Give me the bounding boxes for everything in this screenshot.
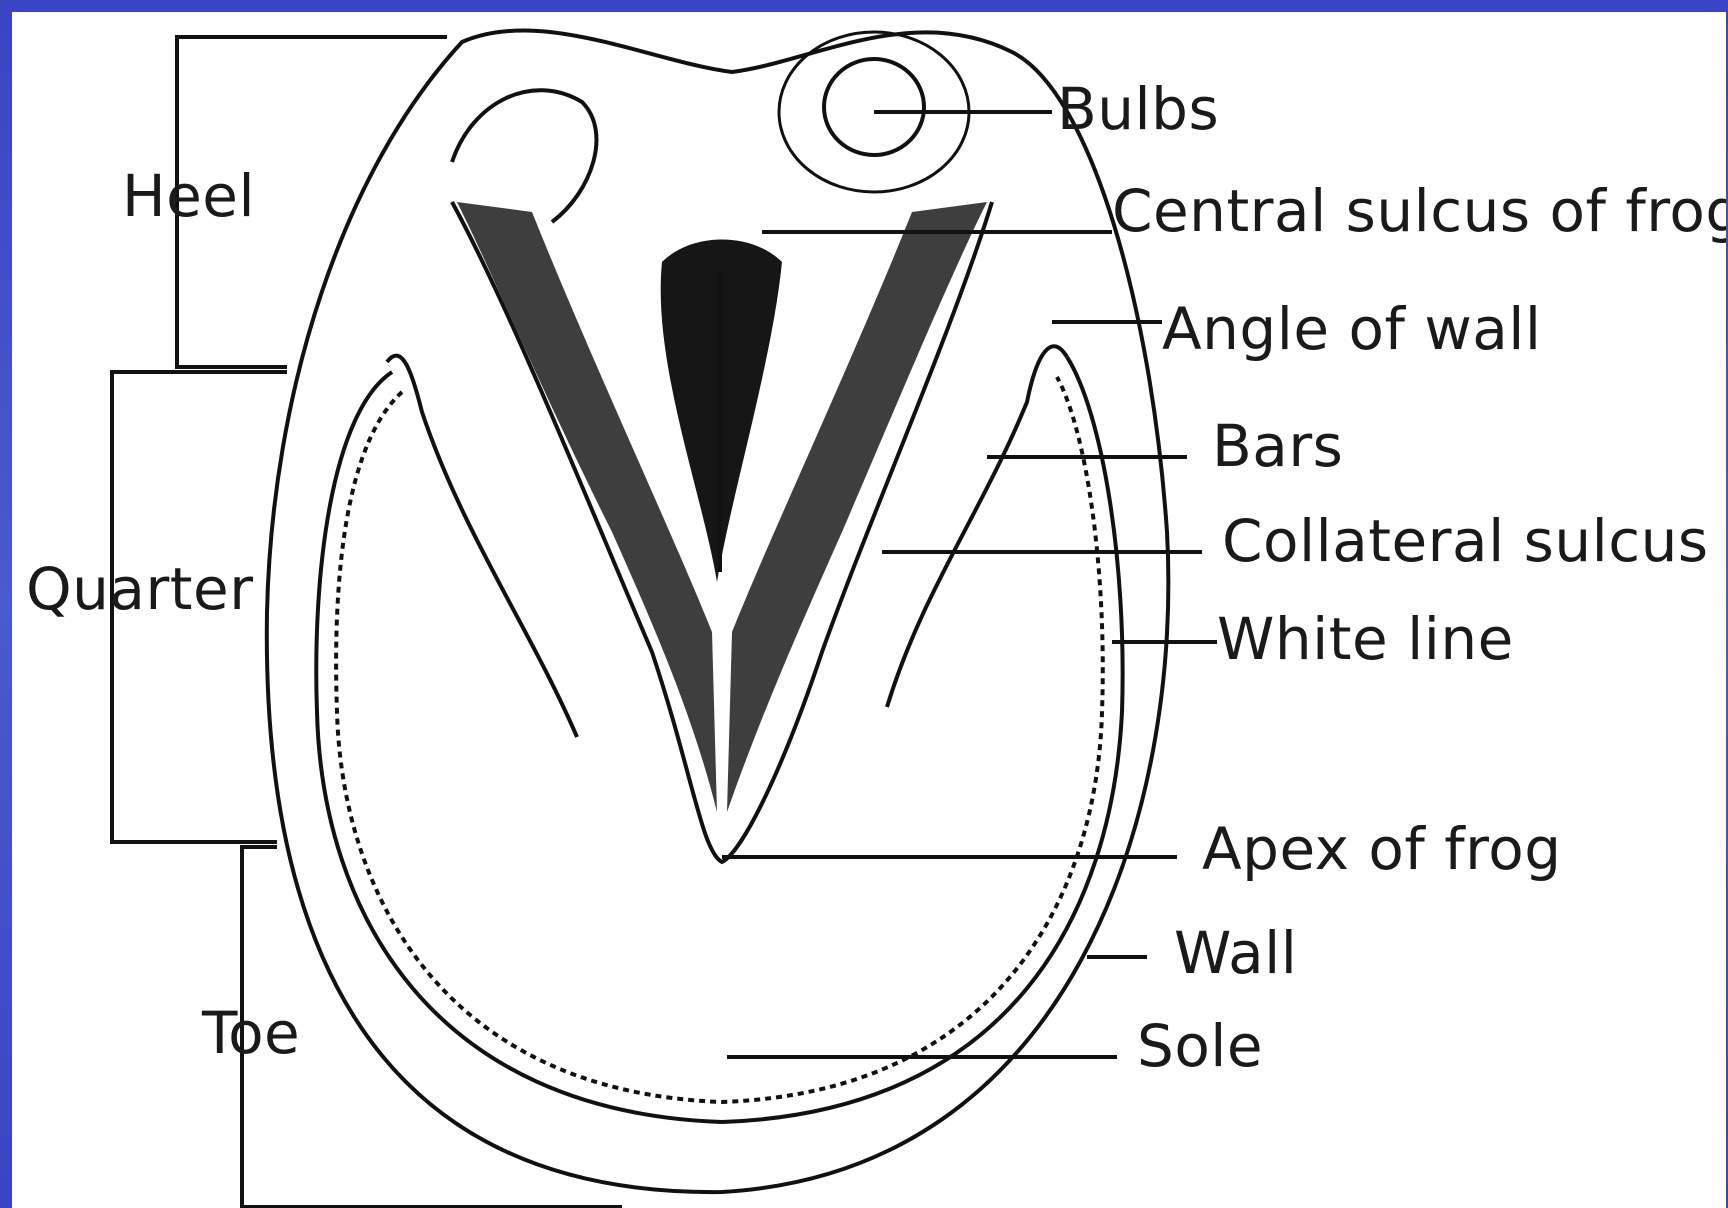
label-apex-of-frog: Apex of frog xyxy=(1202,820,1562,878)
slide: Heel Quarter Toe Bulbs Central sulcus of… xyxy=(12,12,1726,1208)
bar-left xyxy=(387,356,577,737)
label-white-line: White line xyxy=(1217,610,1514,668)
bulb-left xyxy=(452,90,596,222)
label-bars: Bars xyxy=(1212,417,1343,475)
label-central-sulcus: Central sulcus of frog xyxy=(1112,182,1726,240)
bar-right xyxy=(887,346,1067,707)
label-angle-of-wall: Angle of wall xyxy=(1162,300,1542,358)
label-quarter: Quarter xyxy=(26,560,254,618)
label-wall: Wall xyxy=(1174,924,1297,982)
label-bulbs: Bulbs xyxy=(1057,80,1219,138)
bulb-right xyxy=(824,59,924,155)
label-collateral-sulcus: Collateral sulcus xyxy=(1222,512,1709,570)
label-toe: Toe xyxy=(202,1004,300,1062)
label-sole: Sole xyxy=(1137,1017,1263,1075)
label-heel: Heel xyxy=(122,167,255,225)
hoof-outer-wall xyxy=(267,30,1169,1192)
